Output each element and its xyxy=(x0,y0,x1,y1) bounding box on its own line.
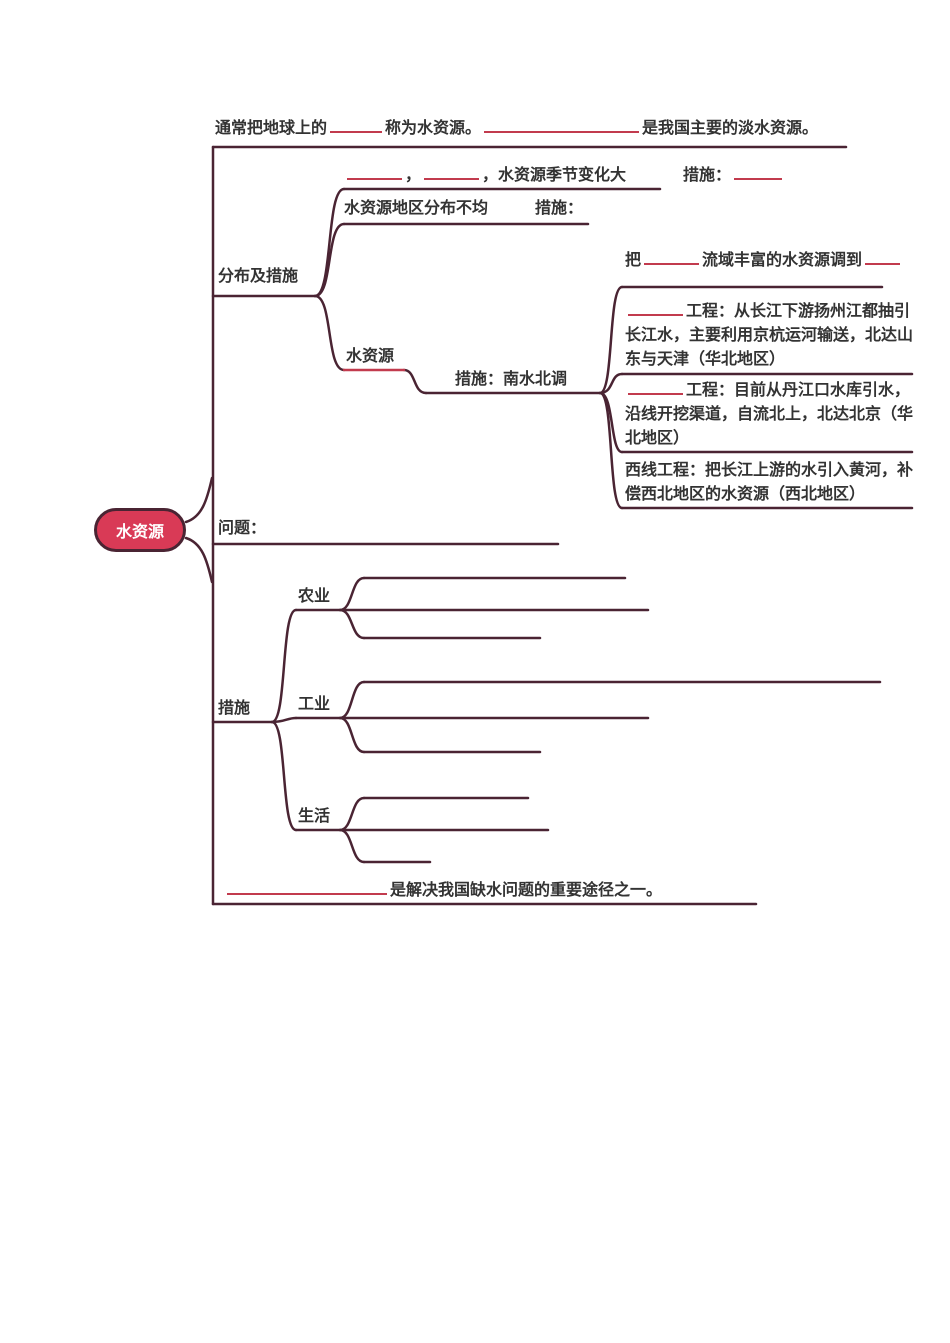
node-conclusion: 是解决我国缺水问题的重要途径之一。 xyxy=(224,880,662,900)
branch-measures-label: 措施 xyxy=(218,700,251,717)
node-west-route: 西线工程：把长江上游的水引入黄河，补偿西北地区的水资源（西北地区） xyxy=(625,459,917,507)
branch-problem-label: 问题： xyxy=(218,520,267,537)
blank-line xyxy=(227,880,387,895)
node-transfer-description: 把 流域丰富的水资源调到 xyxy=(625,250,903,270)
seasonal-text: ，水资源季节变化大 xyxy=(482,167,627,184)
middle-route-text: 工程：目前从丹江口水库引水，沿线开挖渠道，自流北上，北达北京（华北地区） xyxy=(625,382,914,447)
west-route-text: 西线工程：把长江上游的水引入黄河，补偿西北地区的水资源（西北地区） xyxy=(625,462,914,503)
node-regional-distribution: 水资源地区分布不均 xyxy=(344,200,489,217)
blank-line xyxy=(644,250,700,265)
blank-line xyxy=(347,165,402,180)
blank-line xyxy=(330,118,383,133)
definition-text-3: 是我国主要的淡水资源。 xyxy=(642,120,819,137)
seasonal-comma: ， xyxy=(405,167,422,184)
node-east-route: 工程：从长江下游扬州江都抽引长江水，主要利用京杭运河输送，北达山东与天津（华北地… xyxy=(625,300,917,372)
node-seasonal-variation: ， ，水资源季节变化大 xyxy=(344,165,626,185)
subnode-water-resources: 水资源 xyxy=(346,348,395,365)
blank-line xyxy=(424,165,480,180)
node-south-north-transfer: 措施：南水北调 xyxy=(455,371,568,388)
east-route-text: 工程：从长江下游扬州江都抽引长江水，主要利用京杭运河输送，北达山东与天津（华北地… xyxy=(625,303,914,368)
definition-text-2: 称为水资源。 xyxy=(385,120,482,137)
central-topic-water-resources: 水资源 xyxy=(94,508,186,552)
blank-line xyxy=(628,301,683,316)
transfer-text-2: 流域丰富的水资源调到 xyxy=(702,252,863,269)
node-definition: 通常把地球上的 称为水资源。 是我国主要的淡水资源。 xyxy=(215,118,818,138)
subnode-life: 生活 xyxy=(298,808,331,825)
branch-distribution-label: 分布及措施 xyxy=(218,268,299,285)
seasonal-measure-label: 措施： xyxy=(683,167,732,184)
node-regional-measure: 措施： xyxy=(535,200,584,217)
node-seasonal-measure: 措施： xyxy=(683,165,785,185)
subnode-agriculture: 农业 xyxy=(298,588,331,605)
central-topic-label: 水资源 xyxy=(115,524,164,541)
node-middle-route: 工程：目前从丹江口水库引水，沿线开挖渠道，自流北上，北达北京（华北地区） xyxy=(625,379,917,451)
blank-line xyxy=(628,380,683,395)
blank-line xyxy=(734,165,783,180)
blank-line xyxy=(484,118,640,133)
definition-text-1: 通常把地球上的 xyxy=(215,120,328,137)
blank-line xyxy=(865,250,901,265)
conclusion-text: 是解决我国缺水问题的重要途径之一。 xyxy=(390,882,663,899)
transfer-text-1: 把 xyxy=(625,252,642,269)
subnode-industry: 工业 xyxy=(298,696,331,713)
